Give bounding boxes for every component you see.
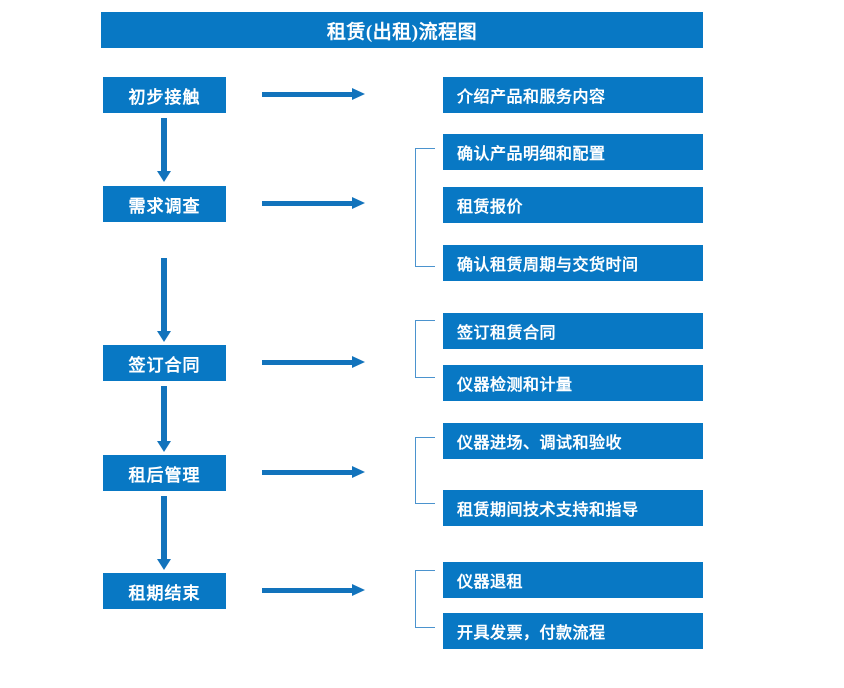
detail-box-introduce-products[interactable]: 介绍产品和服务内容 xyxy=(443,77,703,113)
arrow-head-right-icon xyxy=(352,466,365,478)
group-bracket-demand-survey xyxy=(415,148,435,267)
group-bracket-post-rental xyxy=(415,437,435,504)
arrow-shaft xyxy=(161,496,167,559)
arrow-head-down-icon xyxy=(157,441,171,452)
connector-arrow-right-1 xyxy=(262,88,365,101)
connector-arrow-right-5 xyxy=(262,584,365,597)
arrow-shaft xyxy=(262,588,352,593)
arrow-head-right-icon xyxy=(352,88,365,100)
flowchart-title: 租赁(出租)流程图 xyxy=(101,12,703,48)
group-bracket-sign-contract xyxy=(415,320,435,378)
stage-box-sign-contract[interactable]: 签订合同 xyxy=(103,345,226,381)
stage-box-post-rental-management[interactable]: 租后管理 xyxy=(103,455,226,491)
arrow-shaft xyxy=(262,360,352,365)
connector-arrow-down-1 xyxy=(157,118,171,182)
detail-box-technical-support[interactable]: 租赁期间技术支持和指导 xyxy=(443,490,703,526)
arrow-shaft xyxy=(161,258,167,331)
detail-box-rental-quotation[interactable]: 租赁报价 xyxy=(443,187,703,223)
connector-arrow-right-3 xyxy=(262,356,365,369)
stage-box-initial-contact[interactable]: 初步接触 xyxy=(103,77,226,113)
arrow-head-right-icon xyxy=(352,584,365,596)
arrow-shaft xyxy=(161,386,167,441)
connector-arrow-down-3 xyxy=(157,386,171,452)
connector-arrow-down-2 xyxy=(157,258,171,342)
detail-box-instrument-inspection[interactable]: 仪器检测和计量 xyxy=(443,365,703,401)
arrow-shaft xyxy=(262,470,352,475)
arrow-shaft xyxy=(161,118,167,171)
stage-box-demand-survey[interactable]: 需求调查 xyxy=(103,186,226,222)
arrow-head-down-icon xyxy=(157,171,171,182)
arrow-head-down-icon xyxy=(157,559,171,570)
arrow-head-right-icon xyxy=(352,197,365,209)
stage-box-lease-end[interactable]: 租期结束 xyxy=(103,573,226,609)
arrow-head-right-icon xyxy=(352,356,365,368)
arrow-head-down-icon xyxy=(157,331,171,342)
detail-box-confirm-product-details[interactable]: 确认产品明细和配置 xyxy=(443,134,703,170)
detail-box-instrument-return[interactable]: 仪器退租 xyxy=(443,562,703,598)
group-bracket-lease-end xyxy=(415,570,435,628)
connector-arrow-down-4 xyxy=(157,496,171,570)
detail-box-sign-lease-contract[interactable]: 签订租赁合同 xyxy=(443,313,703,349)
connector-arrow-right-4 xyxy=(262,466,365,479)
connector-arrow-right-2 xyxy=(262,197,365,210)
detail-box-invoice-payment[interactable]: 开具发票，付款流程 xyxy=(443,613,703,649)
detail-box-confirm-lease-period[interactable]: 确认租赁周期与交货时间 xyxy=(443,245,703,281)
detail-box-instrument-entry-commissioning[interactable]: 仪器进场、调试和验收 xyxy=(443,423,703,459)
arrow-shaft xyxy=(262,201,352,206)
arrow-shaft xyxy=(262,92,352,97)
